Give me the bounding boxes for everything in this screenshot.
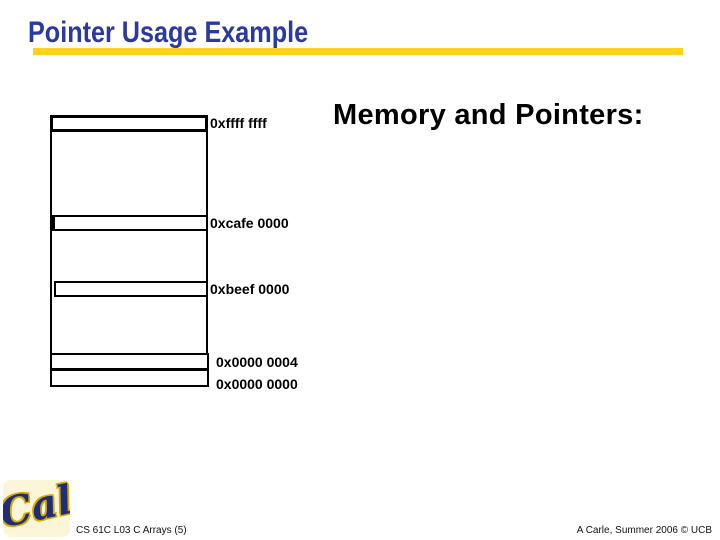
memory-cell-ffff [50, 115, 208, 132]
address-label-ffff: 0xffff ffff [210, 115, 267, 131]
memory-column [50, 115, 208, 387]
footer-credit-label: A Carle, Summer 2006 © UCB [576, 525, 712, 536]
memory-cell-0004 [50, 353, 209, 370]
address-label-beef: 0xbeef 0000 [210, 281, 290, 297]
memory-cell-beef [54, 281, 208, 297]
footer-course-label: CS 61C L03 C Arrays (5) [76, 525, 187, 536]
memory-cell-cafe [50, 215, 208, 231]
cal-logo: Cal [3, 480, 70, 537]
address-label-0000: 0x0000 0000 [216, 376, 298, 392]
section-heading: Memory and Pointers: [333, 99, 644, 131]
page-title: Pointer Usage Example [28, 16, 309, 49]
title-underline [33, 48, 683, 55]
address-label-cafe: 0xcafe 0000 [210, 215, 289, 231]
cal-logo-text: Cal [3, 480, 70, 537]
memory-cell-0000 [50, 369, 209, 387]
address-label-0004: 0x0000 0004 [216, 354, 298, 370]
